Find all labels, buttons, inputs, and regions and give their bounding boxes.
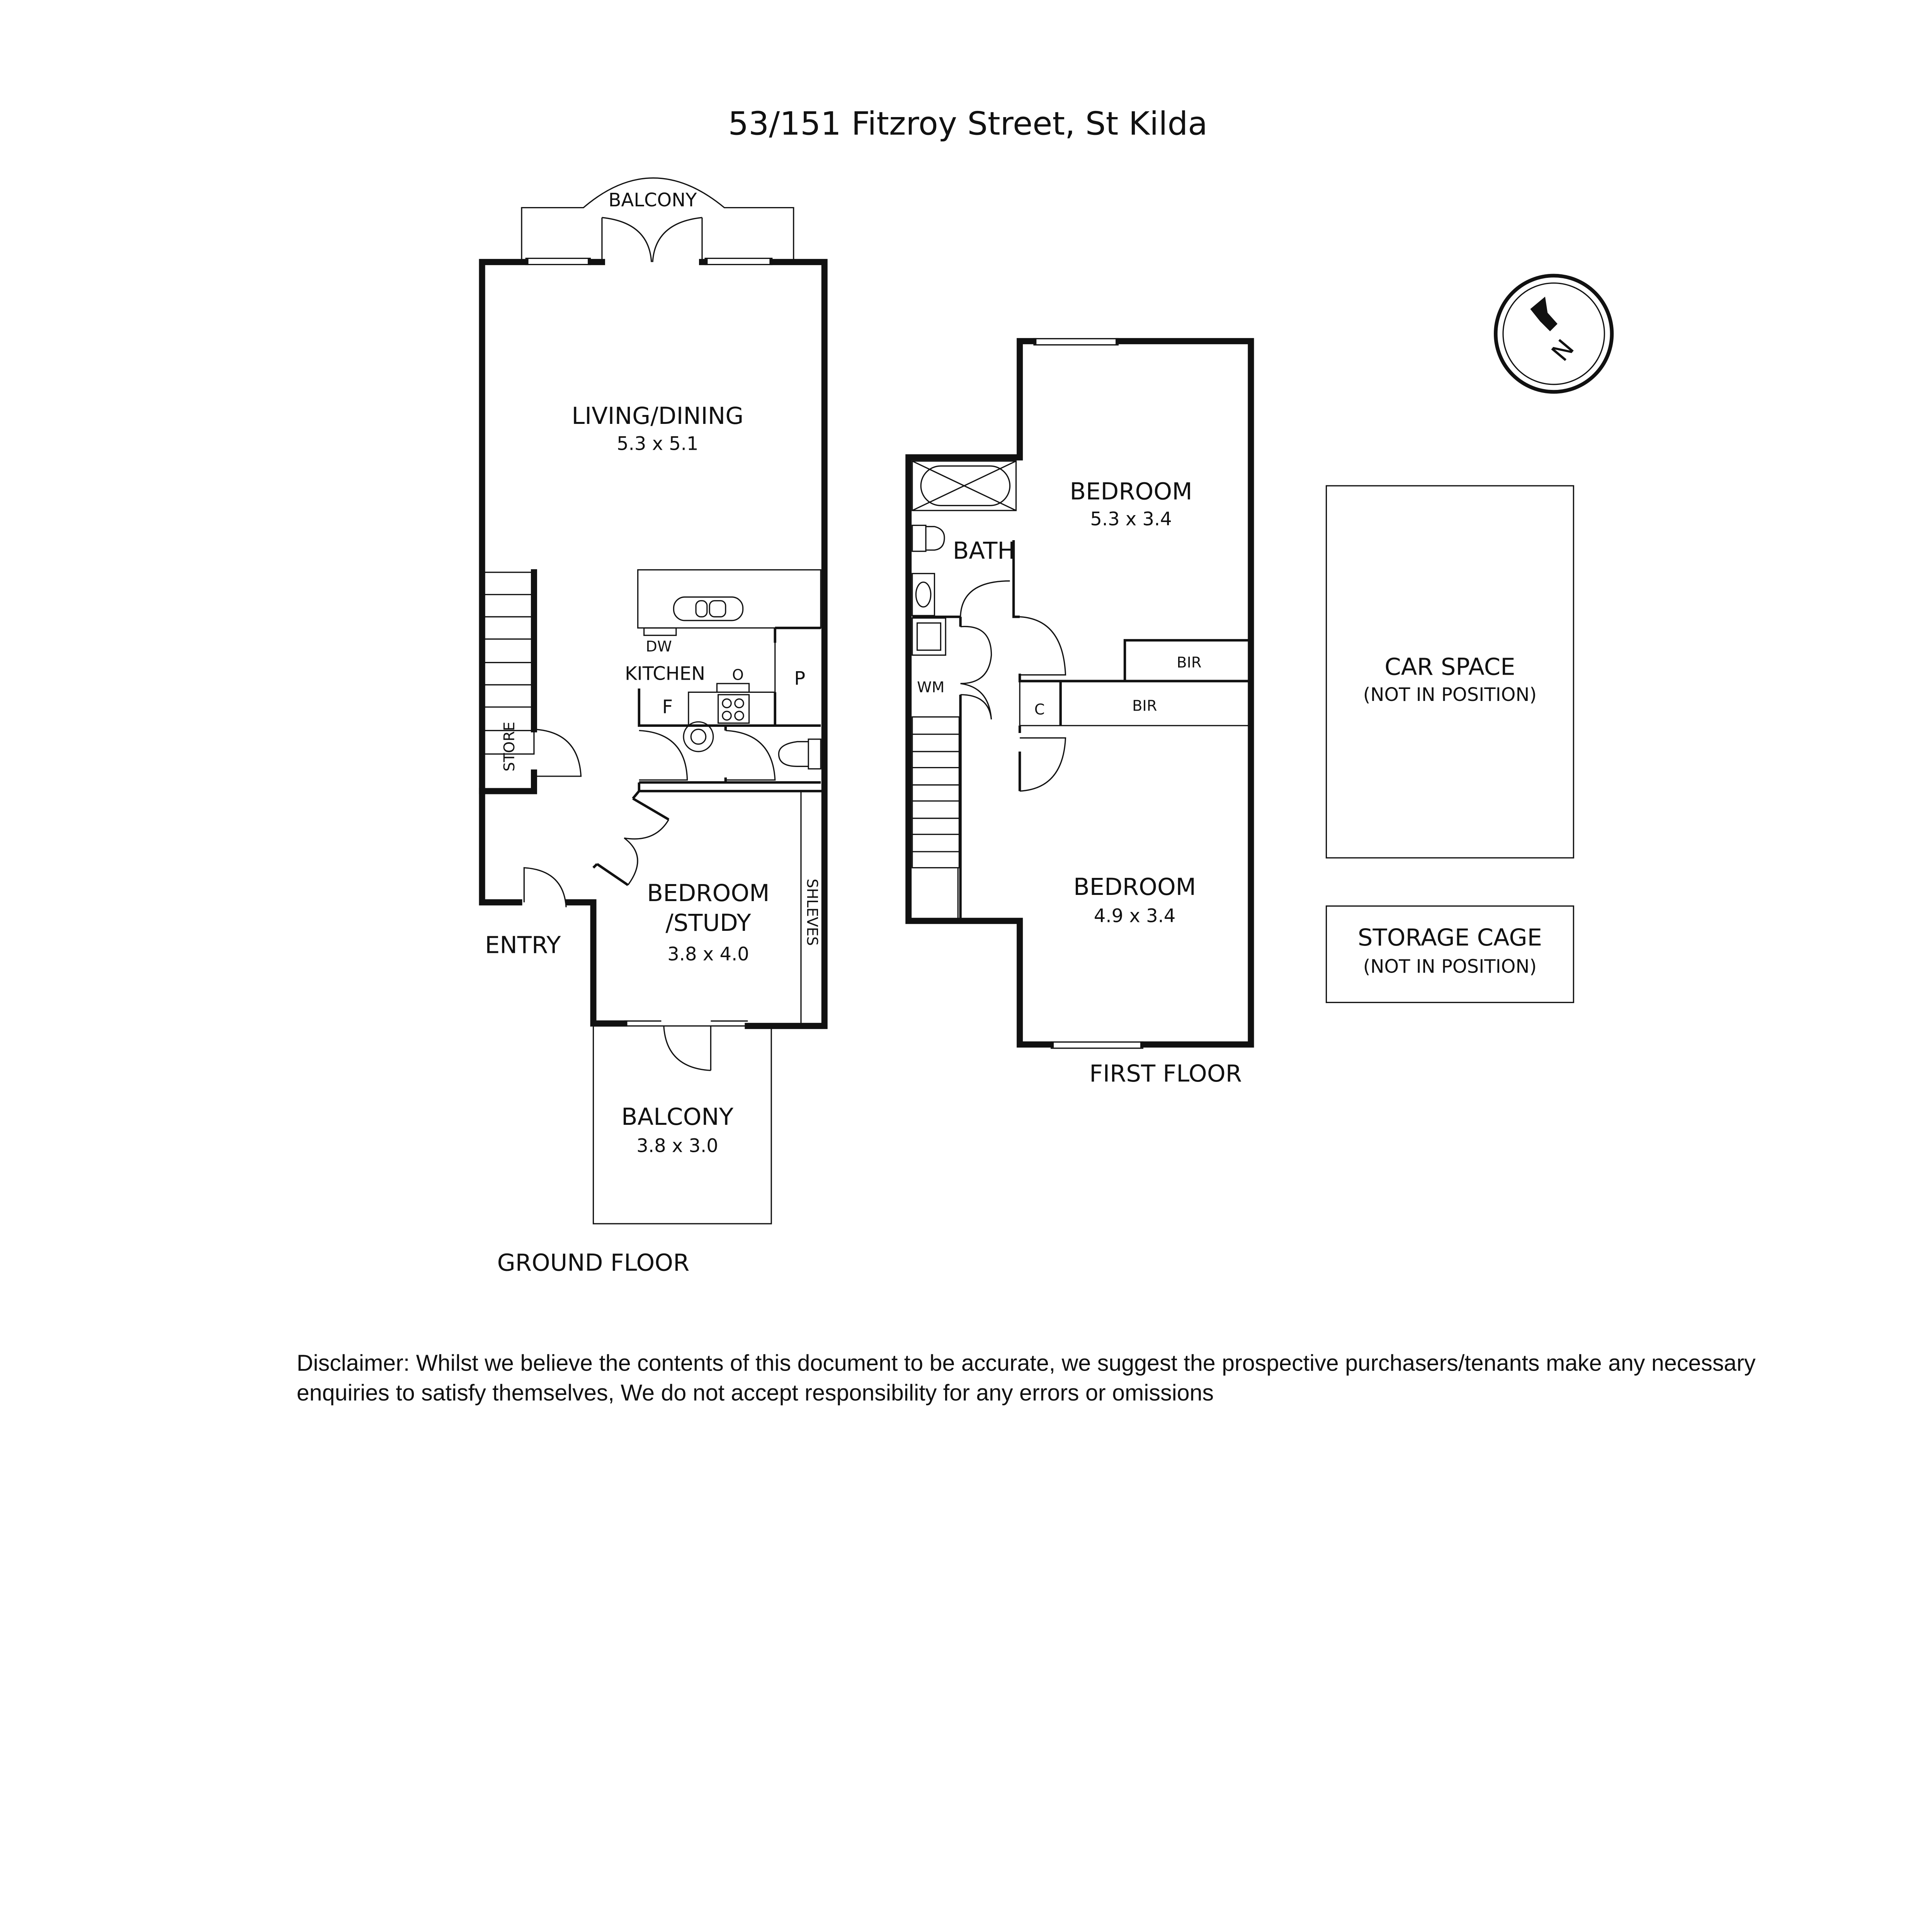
car-space-label: CAR SPACE	[1384, 654, 1515, 681]
fridge-label: F	[662, 696, 673, 718]
storage-cage-label: STORAGE CAGE	[1358, 924, 1542, 951]
bathtub-icon	[912, 460, 1017, 511]
top-balcony-label: BALCONY	[609, 189, 697, 211]
oven-label: O	[732, 666, 744, 684]
living-dining-label: LIVING/DINING	[571, 403, 743, 430]
shelves-label: SHLEVES	[803, 879, 821, 946]
stairs-first	[912, 716, 960, 869]
storage-cage-note: (NOT IN POSITION)	[1363, 956, 1537, 978]
pantry-label: P	[794, 668, 805, 689]
lower-balcony	[592, 1025, 772, 1225]
first-floor-plan: BATH WM C BIR BIR BEDROOM 5.3 x 3.4 BEDR…	[905, 338, 1254, 1087]
store-label: STORE	[501, 722, 518, 772]
disclaimer-line-2: enquiries to satisfy themselves, We do n…	[297, 1379, 1214, 1405]
lower-balcony-label: BALCONY	[621, 1104, 734, 1131]
entry-label: ENTRY	[485, 932, 561, 959]
bir-label-1: BIR	[1177, 654, 1201, 671]
lower-balcony-size: 3.8 x 3.0	[636, 1135, 718, 1156]
bedroom1-size: 5.3 x 3.4	[1090, 509, 1172, 530]
cupboard-label: C	[1034, 701, 1045, 718]
compass-n-label: N	[1546, 334, 1580, 367]
bedroom-study-label-1: BEDROOM	[647, 880, 769, 907]
floor-plan: 53/151 Fitzroy Street, St Kilda BALCONY …	[297, 105, 1756, 1406]
toilet-icon	[912, 524, 945, 552]
cooktop-icon	[718, 694, 750, 724]
toilet-icon	[778, 738, 821, 770]
bedroom1-label: BEDROOM	[1070, 478, 1192, 505]
basin-icon	[912, 573, 935, 616]
disclaimer-line-1: Disclaimer: Whilst we believe the conten…	[297, 1350, 1756, 1376]
washing-machine-icon	[912, 617, 946, 656]
bir-label-2: BIR	[1132, 697, 1157, 714]
page-title: 53/151 Fitzroy Street, St Kilda	[728, 105, 1208, 143]
bedroom2-label: BEDROOM	[1073, 874, 1196, 901]
kitchen-bench	[637, 569, 821, 629]
compass: N	[1493, 274, 1614, 394]
first-floor-label: FIRST FLOOR	[1089, 1060, 1242, 1087]
living-dining-size: 5.3 x 5.1	[617, 433, 698, 454]
kitchen-label: KITCHEN	[625, 663, 705, 684]
bedroom-study-size: 3.8 x 4.0	[667, 944, 749, 965]
car-space-note: (NOT IN POSITION)	[1363, 684, 1537, 706]
car-space: CAR SPACE (NOT IN POSITION)	[1325, 485, 1574, 859]
dishwasher-label: DW	[646, 638, 672, 655]
bedroom2-size: 4.9 x 3.4	[1094, 905, 1175, 927]
ground-floor-label: GROUND FLOOR	[497, 1250, 690, 1277]
ground-floor-plan: BALCONY STORE LIVING/DINING 5.3 x 5.1 DW…	[479, 177, 828, 1277]
north-arrow-icon	[1530, 296, 1558, 332]
sink-icon	[673, 596, 744, 621]
wm-label: WM	[917, 679, 944, 696]
storage-cage: STORAGE CAGE (NOT IN POSITION)	[1325, 905, 1574, 1003]
bath-label: BATH	[953, 537, 1015, 565]
bedroom-study-label-2: /STUDY	[665, 910, 751, 937]
top-balcony: BALCONY	[521, 177, 794, 262]
